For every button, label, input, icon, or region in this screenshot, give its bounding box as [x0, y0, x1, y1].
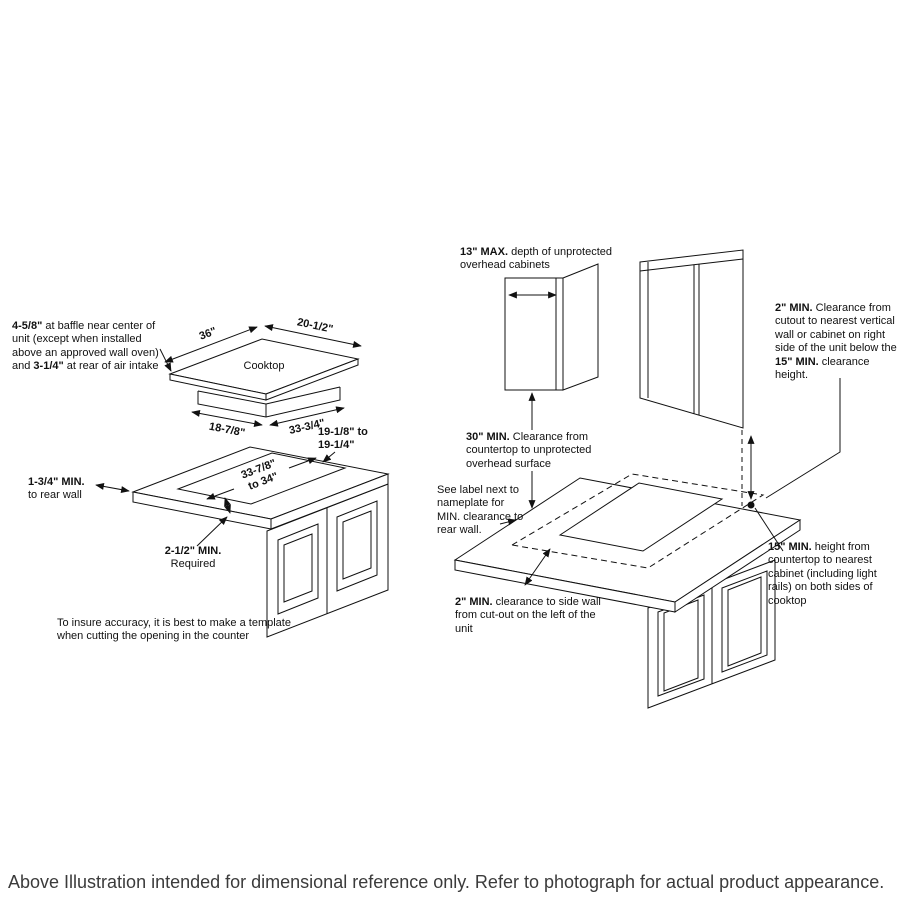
- height-clearance-leader: [754, 507, 784, 552]
- dim-line-18-7-8: [191, 409, 263, 428]
- dim-line-20-1-2: [264, 324, 362, 348]
- dim-line-33-3-4: [269, 406, 345, 427]
- nameplate-leader: [499, 518, 517, 526]
- countertop-clearance-note: 30" MIN. Clearance from countertop to un…: [466, 431, 592, 470]
- rear-wall-label-note: See label next to nameplate for MIN. cle…: [437, 484, 524, 537]
- overhead-depth-note: 13" MAX. depth of unprotected overhead c…: [460, 246, 612, 272]
- clearance-outline-dashed: [510, 473, 765, 569]
- countertop-reference-dot: [747, 501, 755, 509]
- cutout-depth-leader: [322, 451, 336, 463]
- right-side-clearance-note: 2" MIN. Clearance from cutout to nearest…: [775, 302, 897, 382]
- counter-cutout-view: [95, 446, 390, 638]
- left-clearance-arrow: [524, 548, 551, 586]
- reference-caption: Above Illustration intended for dimensio…: [8, 872, 885, 892]
- dim-cutout-depth: 19-1/8" to 19-1/4": [318, 426, 368, 452]
- baffle-leader-line: [159, 348, 172, 372]
- template-accuracy-note: To insure accuracy, it is best to make a…: [57, 617, 291, 643]
- rear-wall-dim-arrow: [95, 482, 130, 494]
- clearance-iso-view: [453, 249, 841, 709]
- rear-wall-clearance-note: 1-3/4" MIN. to rear wall: [28, 476, 85, 502]
- cooktop-label: Cooktop: [243, 360, 285, 372]
- counter-cutout-right: [558, 482, 724, 552]
- front-clearance-leader: [196, 516, 228, 547]
- baffle-dim-1: 4-5/8": [12, 320, 43, 332]
- cooktop-iso-view: [159, 324, 362, 428]
- left-side-clearance-note: 2" MIN. clearance to side wall from cut-…: [455, 596, 601, 635]
- baffle-clearance-note: 4-5/8" at baffle near center of unit (ex…: [12, 320, 159, 373]
- height-clearance-note: 15" MIN. height from countertop to neare…: [768, 541, 877, 607]
- right-clearance-leader: [765, 378, 841, 499]
- baffle-dim-2: 3-1/4": [33, 360, 64, 373]
- overhead-cabinet-right: [639, 249, 744, 429]
- front-clearance-note: 2-1/2" MIN. Required: [164, 545, 222, 571]
- dim-line-36: [164, 326, 258, 363]
